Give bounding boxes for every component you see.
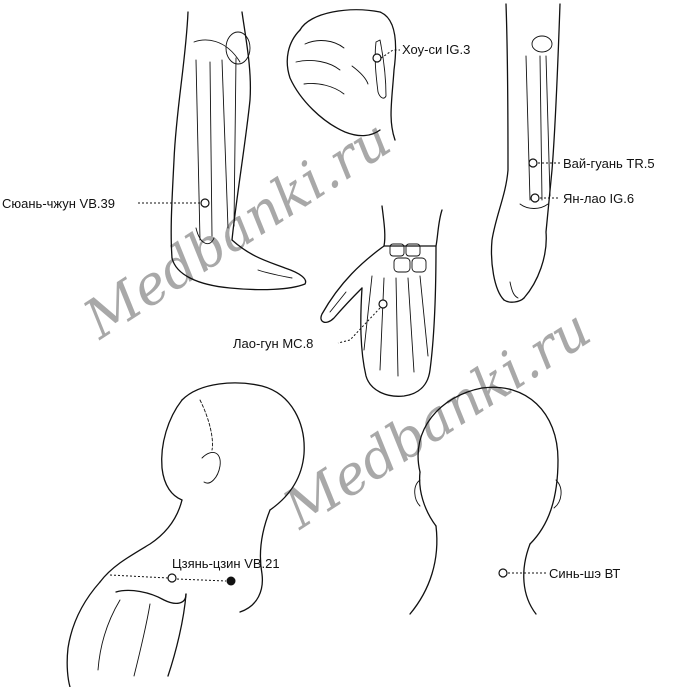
vb39-point [200,198,210,208]
head-back-illustration [409,386,562,615]
ig3-point [372,53,382,63]
label-mc8: Лао-гун MC.8 [233,336,313,351]
fist-illustration [286,9,397,141]
leg-illustration [170,11,307,291]
vb21-marker [226,576,236,586]
label-vb21: Цзянь-цзин VB.21 [172,556,280,571]
label-bt: Синь-шэ ВТ [549,566,620,581]
ig3-leader [380,49,400,59]
label-ig6: Ян-лао IG.6 [563,191,634,206]
mc8-point [378,299,388,309]
label-ig3: Хоу-си IG.3 [402,42,470,57]
hand-illustration [320,205,443,397]
bt-point [498,568,508,578]
shoulder-illustration [66,382,305,687]
forearm-illustration [490,3,561,303]
tr5-point [528,158,538,168]
vb21-leader [109,574,227,582]
label-vb39: Сюань-чжун VB.39 [2,196,115,211]
mc8-leader [337,307,381,344]
watermark-1: Medbanki.ru [72,107,402,352]
label-tr5: Вай-гуань TR.5 [563,156,655,171]
vb21-point [167,573,177,583]
ig6-point [530,193,540,203]
